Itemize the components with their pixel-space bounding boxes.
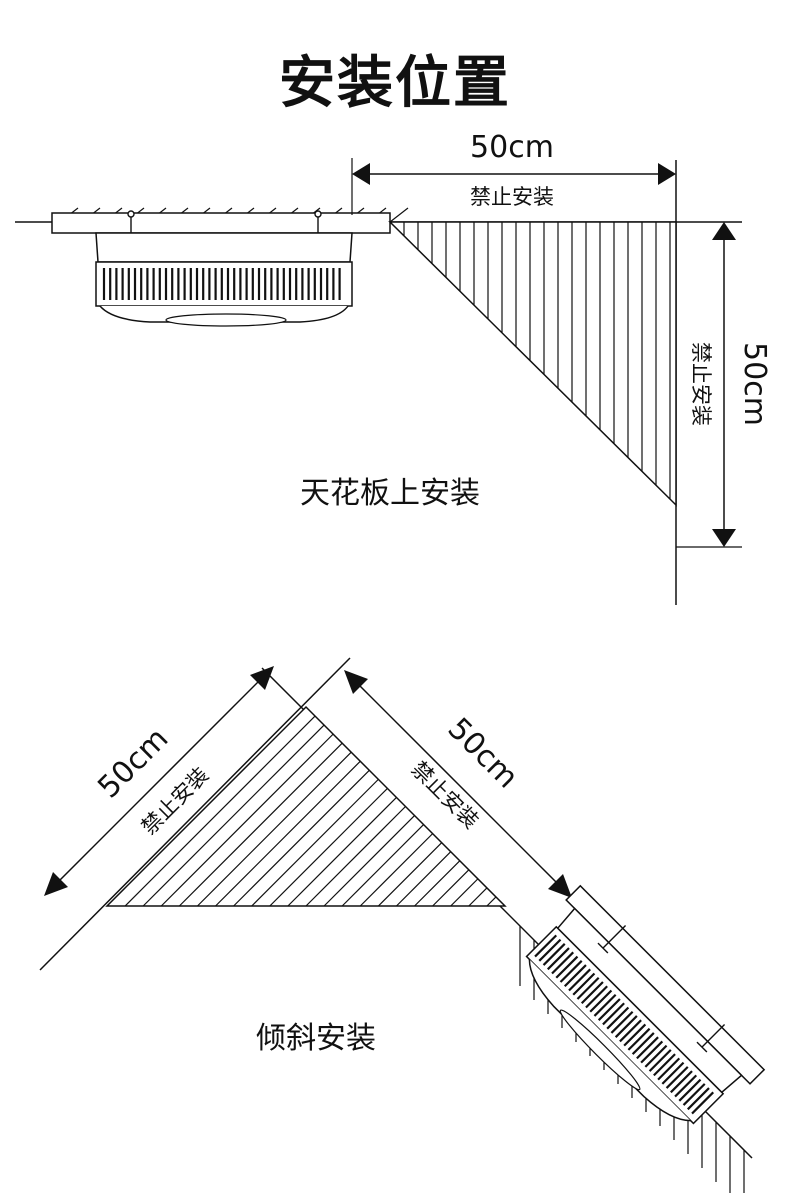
- sloped-section: 50cm 禁止安装 50cm 禁止安装 倾斜安装: [39, 657, 766, 1193]
- hatch-line: [657, 1057, 681, 1081]
- hatch-line: [287, 797, 397, 907]
- smoke-detector-icon: [95, 232, 353, 327]
- hatch-line: [568, 968, 591, 992]
- hatch-line: [687, 1087, 710, 1111]
- horizontal-distance-label: 50cm: [470, 130, 554, 165]
- forbidden-zone-hatch: [124, 715, 497, 907]
- vertical-warning-label: 禁止安装: [689, 342, 713, 426]
- hatch-line: [648, 1049, 672, 1072]
- forbidden-zone-triangle: [388, 221, 677, 507]
- horizontal-warning-label: 禁止安装: [470, 185, 554, 209]
- hatch-line: [432, 869, 470, 907]
- arrowhead-icon: [658, 163, 676, 185]
- hatch-line: [640, 1040, 664, 1064]
- hatch-line: [551, 951, 575, 975]
- hatch-line: [160, 733, 334, 907]
- hatch-line: [585, 985, 608, 1009]
- hatch-line: [623, 1023, 647, 1047]
- mounting-plate: [51, 212, 391, 234]
- hatch-line: [341, 824, 425, 907]
- arrowhead-icon: [352, 163, 370, 185]
- hatch-line: [563, 964, 587, 988]
- hatch-line: [555, 955, 579, 979]
- hatch-line: [450, 878, 479, 907]
- page-title: 安装位置: [279, 51, 511, 116]
- arrowhead-icon: [44, 872, 68, 896]
- hatch-line: [572, 972, 596, 996]
- hatch-line: [580, 981, 604, 1005]
- hatch-line: [233, 769, 370, 907]
- hatch-line: [653, 1053, 676, 1077]
- hatch-line: [215, 760, 361, 907]
- hatch-line: [597, 998, 621, 1021]
- sloped-ceiling-line: [39, 657, 351, 971]
- left-dimension-arrow: [55, 677, 263, 885]
- hatch-line: [636, 1036, 659, 1060]
- hatch-line: [542, 943, 566, 966]
- hatch-line: [546, 947, 570, 971]
- hatch-line: [627, 1027, 651, 1051]
- left-distance-label: 50cm: [91, 721, 175, 805]
- hatch-line: [534, 934, 558, 958]
- hatch-line: [305, 806, 406, 907]
- vertical-distance-label: 50cm: [737, 342, 772, 426]
- hatch-line: [631, 1032, 655, 1055]
- ceiling-section: 50cm 禁止安装 50cm 禁止安装 天花板上安装: [15, 130, 772, 605]
- arrowhead-icon: [250, 666, 274, 690]
- hatch-line: [389, 207, 409, 223]
- right-distance-label: 50cm: [441, 711, 525, 795]
- hatch-line: [614, 1015, 638, 1038]
- forbidden-zone-hatch: [403, 222, 671, 500]
- hatch-line: [377, 842, 443, 907]
- ceiling-caption: 天花板上安装: [300, 476, 480, 511]
- hatch-line: [682, 1083, 706, 1106]
- tilted-smoke-detector-icon: [525, 884, 766, 1125]
- hatch-line: [674, 1074, 698, 1098]
- hatch-line: [610, 1010, 634, 1034]
- hatch-line: [665, 1066, 689, 1089]
- hatch-line: [124, 715, 316, 907]
- hatch-line: [691, 1091, 715, 1115]
- arrowhead-icon: [548, 874, 572, 898]
- arrowhead-icon: [344, 670, 368, 694]
- hatch-line: [538, 938, 562, 962]
- hatch-line: [606, 1006, 630, 1030]
- hatch-line: [396, 851, 452, 907]
- right-dimension-arrow: [355, 681, 561, 887]
- hatch-line: [678, 1078, 702, 1102]
- hatch-line: [178, 742, 343, 907]
- hatch-line: [602, 1002, 625, 1026]
- hatch-line: [142, 724, 325, 907]
- hatch-line: [644, 1044, 668, 1068]
- hatch-line: [559, 960, 583, 983]
- hatch-line: [468, 887, 488, 907]
- hatch-line: [589, 989, 613, 1013]
- hatch-line: [251, 778, 379, 907]
- hatch-line: [486, 896, 497, 907]
- arrowhead-icon: [712, 529, 736, 547]
- arrowhead-icon: [712, 222, 736, 240]
- hatch-line: [269, 787, 388, 907]
- hatch-line: [619, 1019, 642, 1043]
- hatch-line: [414, 860, 461, 907]
- hatch-line: [197, 751, 352, 907]
- hatch-line: [593, 993, 617, 1017]
- hatch-line: [323, 815, 415, 907]
- sloped-caption: 倾斜安装: [256, 1021, 376, 1056]
- hatch-line: [359, 833, 434, 907]
- hatch-line: [576, 976, 600, 1000]
- hatch-line: [661, 1061, 685, 1085]
- hatch-line: [670, 1070, 693, 1094]
